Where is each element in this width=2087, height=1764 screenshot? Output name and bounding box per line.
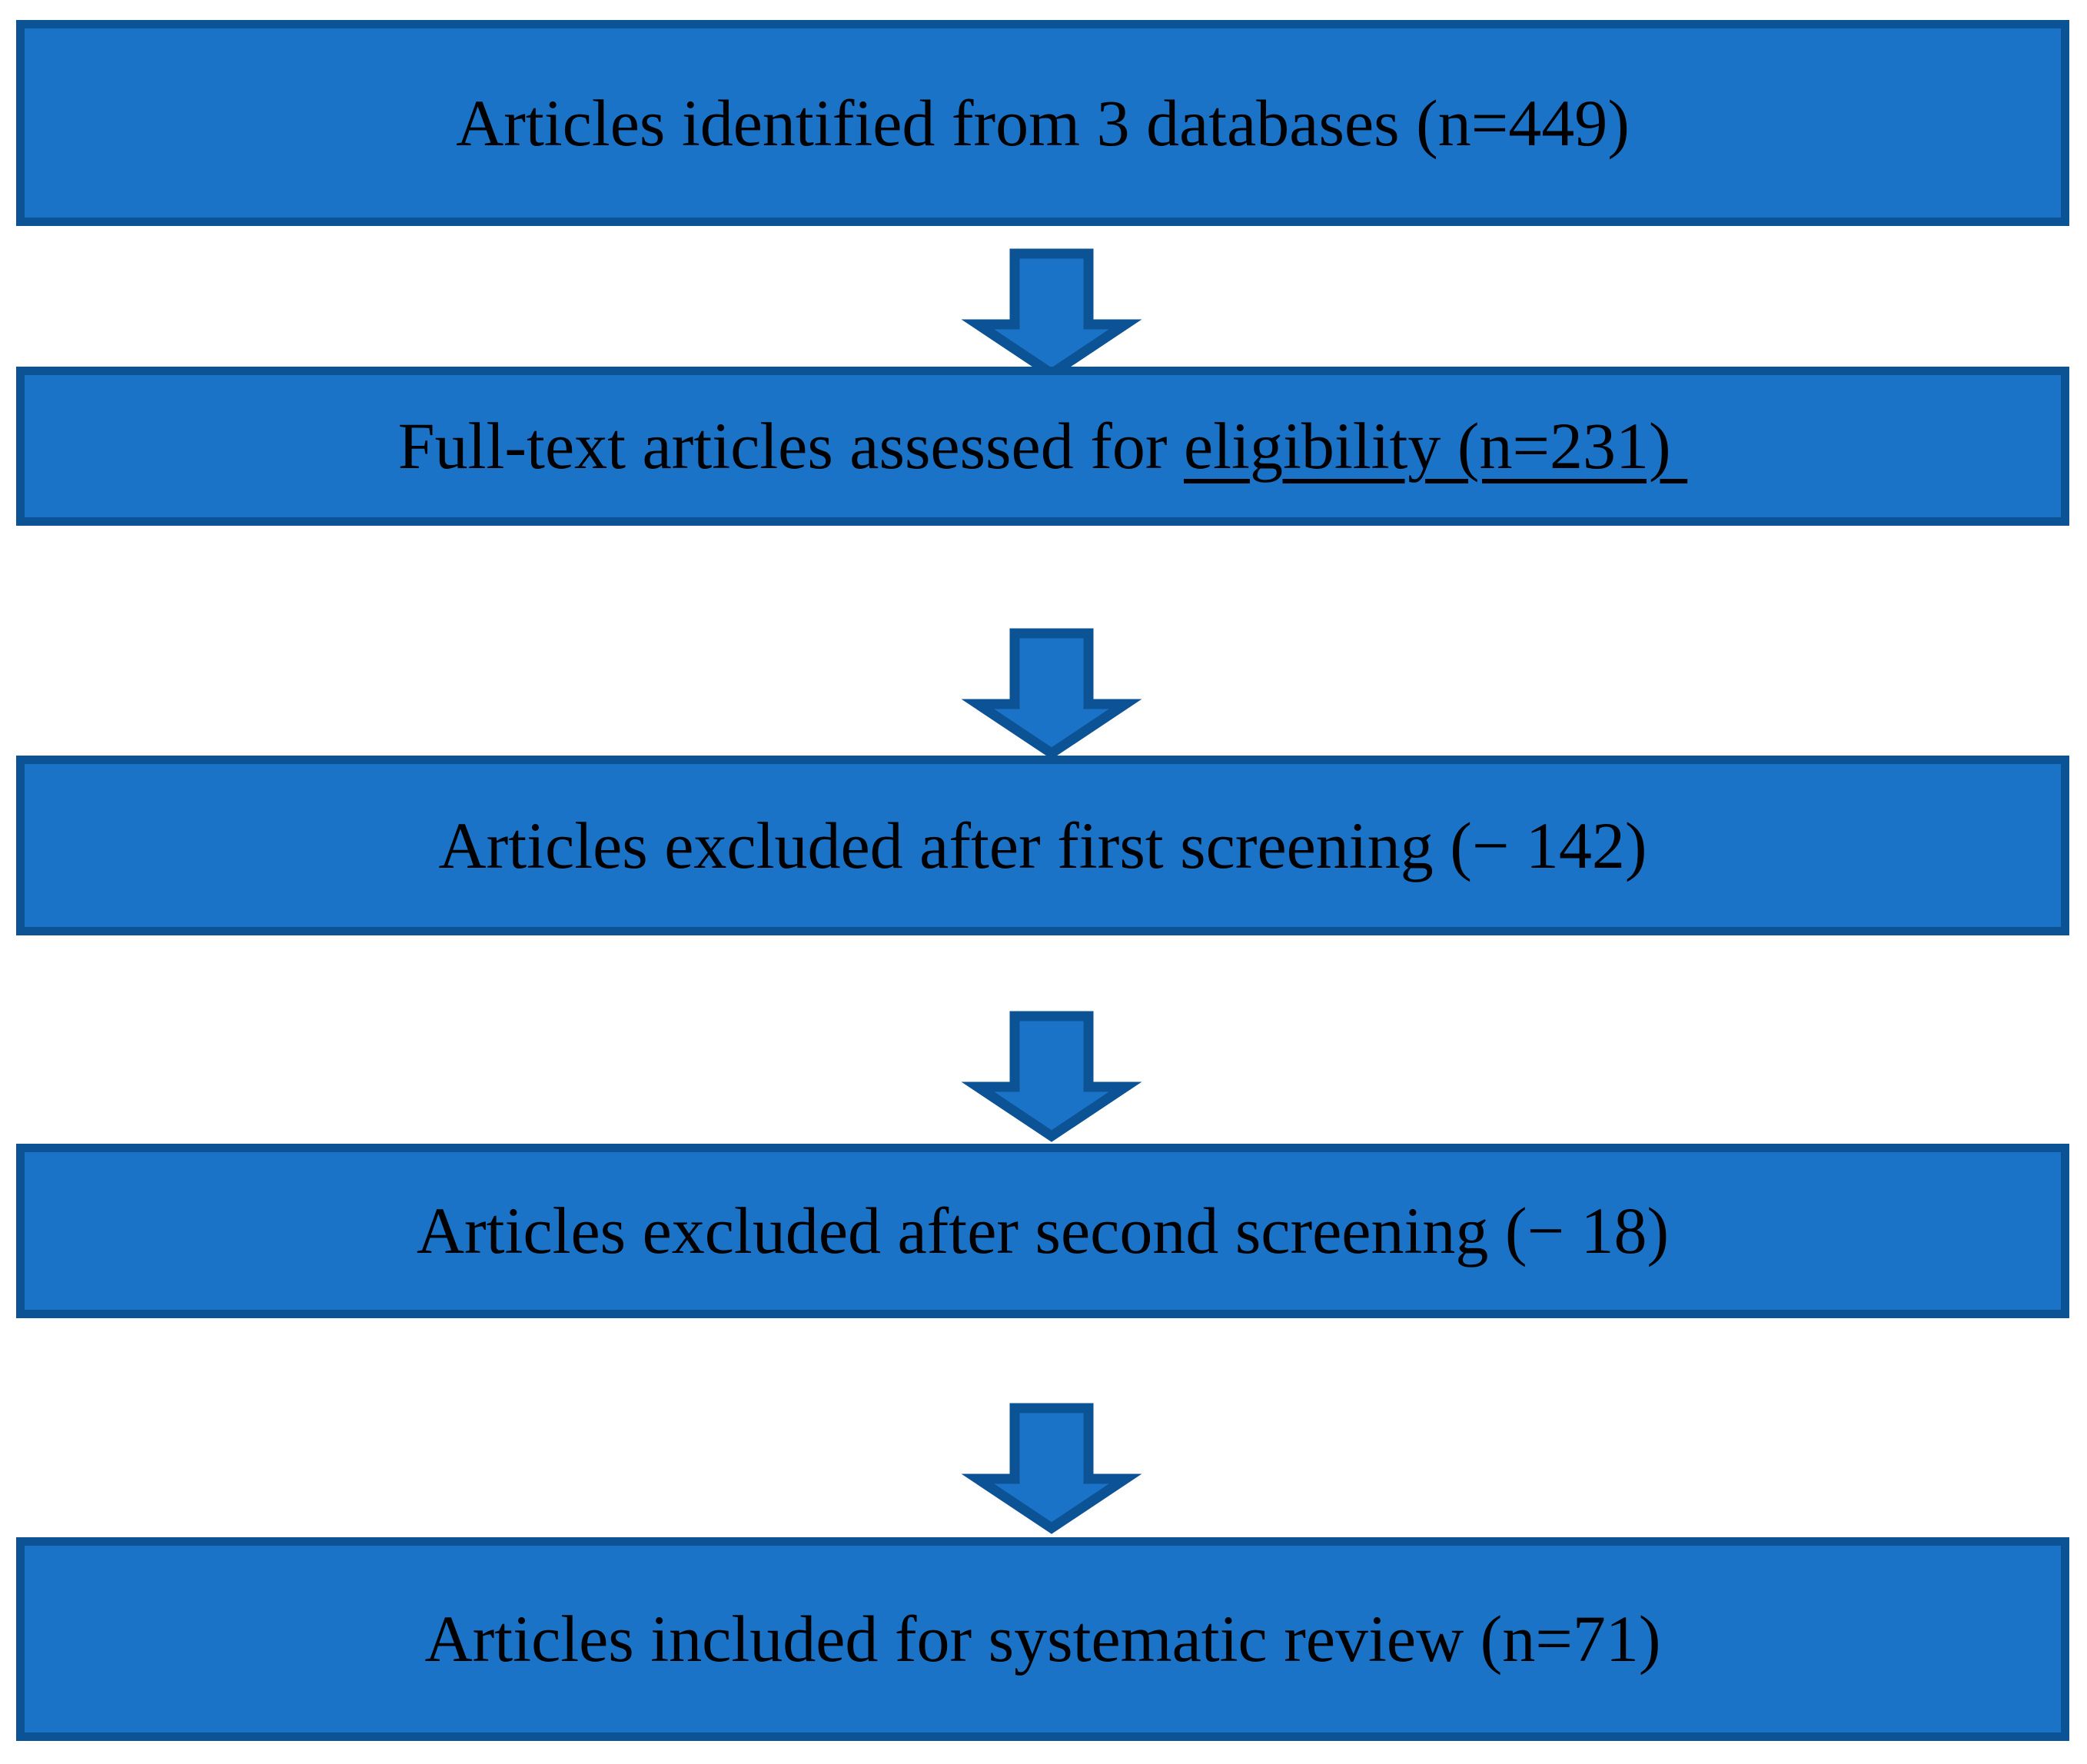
flow-box-included: Articles included for systematic review … bbox=[16, 1537, 2069, 1741]
flow-box-excluded-second: Articles excluded after second screening… bbox=[16, 1144, 2069, 1318]
flow-box-label-excluded-first: Articles excluded after first screening … bbox=[438, 808, 1647, 882]
down-arrow-icon bbox=[961, 248, 1142, 380]
flow-box-excluded-first: Articles excluded after first screening … bbox=[16, 756, 2069, 935]
flow-box-label-eligibility: Full-text articles assessed for eligibil… bbox=[383, 411, 1703, 480]
flow-box-identified: Articles identified from 3 databases (n=… bbox=[16, 20, 2069, 226]
down-arrow-icon bbox=[961, 628, 1142, 759]
down-arrow-icon bbox=[961, 1403, 1142, 1534]
flow-box-label-eligibility-underlined: eligibility (n=231) bbox=[1183, 409, 1688, 483]
flow-box-label-eligibility-prefix: Full-text articles assessed for bbox=[397, 409, 1184, 483]
flow-box-label-identified: Articles identified from 3 databases (n=… bbox=[456, 85, 1630, 160]
down-arrow-icon bbox=[961, 1011, 1142, 1142]
flow-box-label-excluded-second: Articles excluded after second screening… bbox=[416, 1194, 1670, 1268]
flow-box-eligibility: Full-text articles assessed for eligibil… bbox=[16, 367, 2069, 526]
flow-box-label-included: Articles included for systematic review … bbox=[424, 1602, 1661, 1676]
